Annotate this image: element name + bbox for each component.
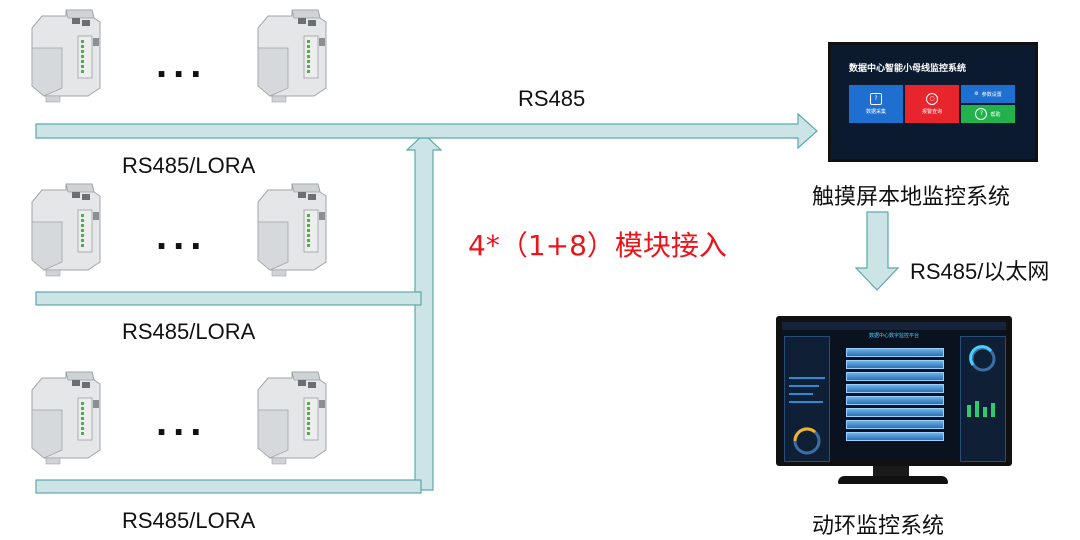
monitor-screen: 数据中心数字监控平台: [776, 316, 1012, 466]
tile-label: 报警查询: [921, 109, 942, 115]
gear-icon: ⚙: [974, 91, 979, 97]
tile-settings: ⚙ 参数设置: [961, 85, 1015, 103]
tile-label: 数据采集: [865, 109, 886, 115]
rs485-label: RS485: [518, 86, 586, 111]
busway-layer: [846, 360, 944, 369]
module-device: [31, 9, 101, 103]
ellipsis-row-2: ...: [156, 214, 208, 258]
module-device: [257, 371, 327, 465]
rs485-bus-arrow: [35, 112, 818, 150]
busway-layer: [846, 396, 944, 405]
bus-line-2: [35, 291, 422, 306]
monitor-title: 数据中心数字监控平台: [868, 333, 919, 339]
help-icon: ?: [975, 108, 988, 120]
bus-label-1: RS485/LORA: [122, 153, 256, 178]
tile-data-collect: ? 数据采集: [849, 85, 903, 123]
rs485-ethernet-label: RS485/以太网: [910, 259, 1050, 284]
busway-layer: [846, 372, 944, 381]
monitor-right-panel: [960, 336, 1006, 462]
monitor-neck: [873, 466, 909, 478]
tile-label: 帮助: [990, 111, 1001, 118]
ellipsis-row-3: ...: [156, 400, 208, 444]
gauge-left: [789, 377, 825, 455]
modules-note: 4*（1+8）模块接入: [468, 229, 727, 262]
monitor-topbar: [782, 322, 1006, 330]
busway-layer: [846, 348, 944, 357]
search-icon: ○: [926, 93, 938, 105]
busway-layer: [846, 420, 944, 429]
touch-screen-device: 数据中心智能小母线监控系统 ? 数据采集 ○ 报警查询 ⚙ 参数设置 ? 帮助: [828, 42, 1038, 162]
env-monitor-label: 动环监控系统: [812, 514, 945, 539]
module-device: [31, 371, 101, 465]
busway-layer: [846, 408, 944, 417]
tile-label: 参数设置: [981, 91, 1002, 98]
monitor-left-panel: [784, 336, 830, 462]
gauge-right: [967, 345, 996, 417]
tile-help: ? 帮助: [961, 105, 1015, 123]
touch-screen-title: 数据中心智能小母线监控系统: [849, 64, 967, 74]
down-arrow: [854, 211, 900, 291]
monitor-base: [838, 476, 948, 484]
bus-label-2: RS485/LORA: [122, 319, 256, 344]
vertical-trunk-arrow: [405, 133, 443, 491]
tile-alarm: ○ 报警查询: [905, 85, 959, 123]
busway-layer: [846, 384, 944, 393]
bus-line-3: [35, 479, 422, 494]
touch-screen-label: 触摸屏本地监控系统: [812, 185, 1011, 210]
module-device: [257, 9, 327, 103]
module-device: [257, 183, 327, 277]
busway-layer: [846, 432, 944, 441]
ellipsis-row-1: ...: [156, 42, 208, 86]
module-device: [31, 183, 101, 277]
monitor-icon: ?: [870, 93, 882, 105]
bus-label-3: RS485/LORA: [122, 508, 256, 533]
